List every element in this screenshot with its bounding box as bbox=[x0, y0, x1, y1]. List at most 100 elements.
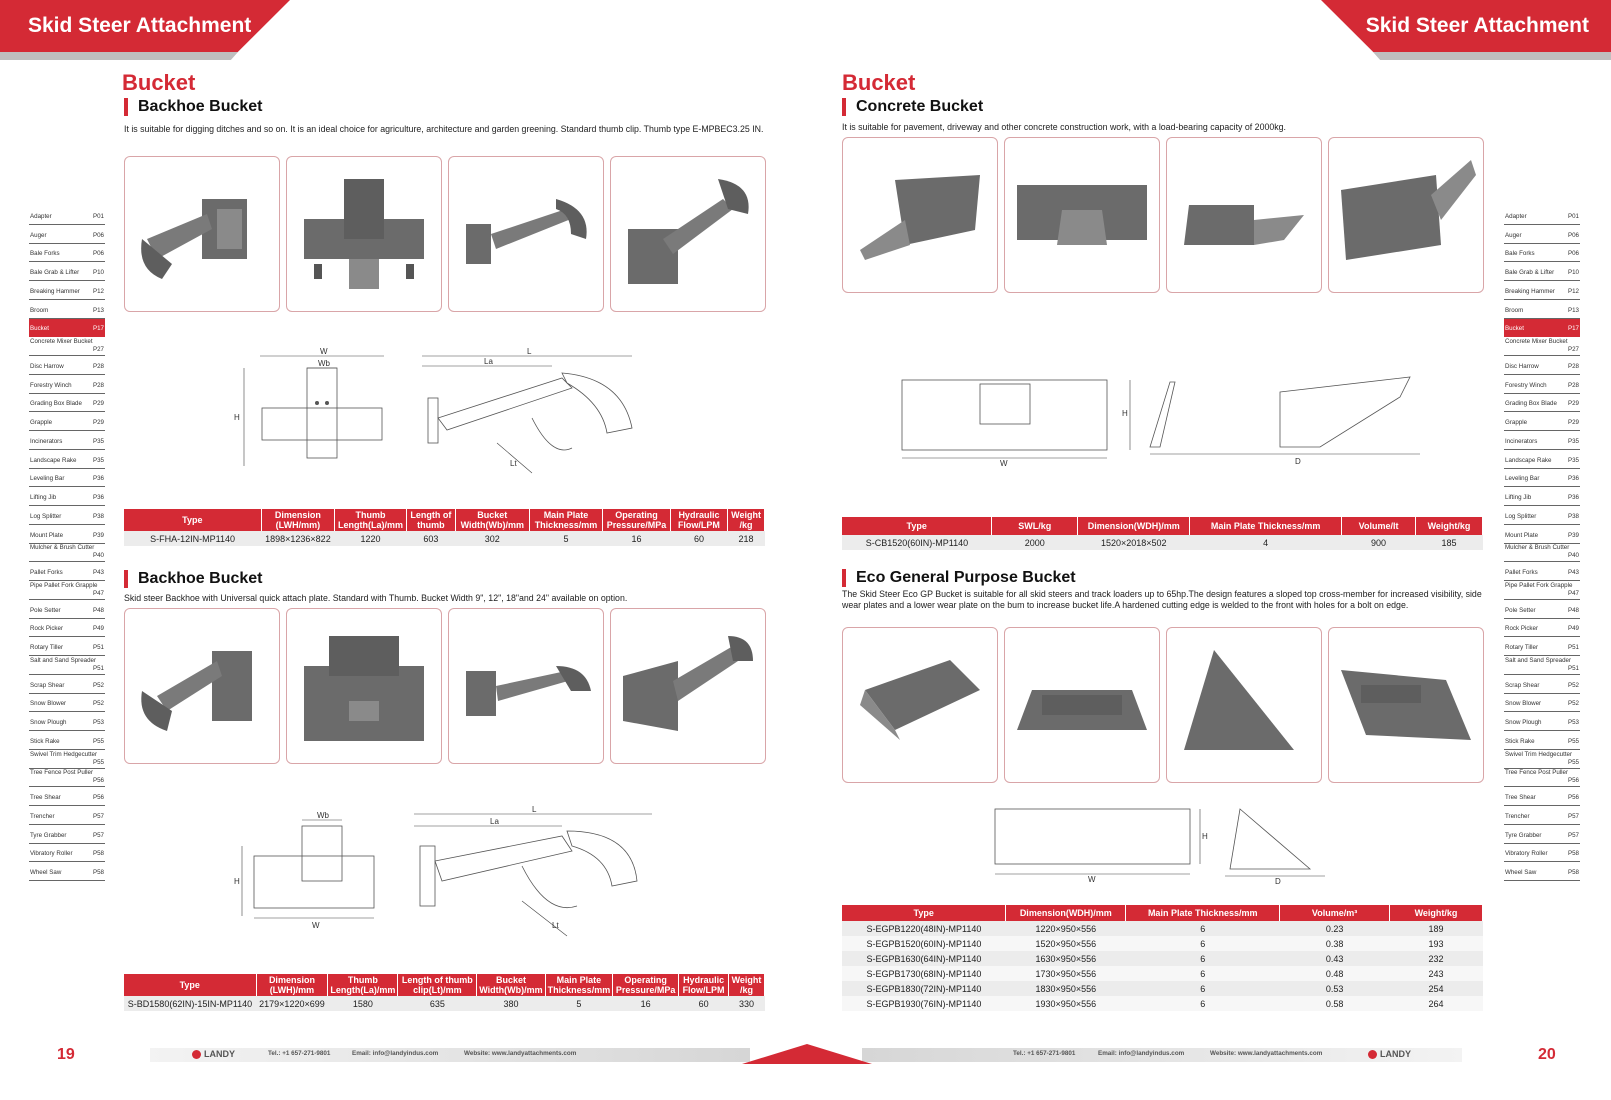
cell: 232 bbox=[1389, 951, 1483, 966]
page-number-left: 19 bbox=[57, 1046, 75, 1063]
cell: 254 bbox=[1389, 981, 1483, 996]
side-index-label: Tree Shear bbox=[30, 794, 61, 801]
col-flow: Hydraulic Flow/LPM bbox=[678, 974, 729, 996]
side-index-label: Salt and Sand Spreader bbox=[30, 656, 97, 664]
side-index-label: Scrap Shear bbox=[30, 681, 65, 689]
side-index-page: P10 bbox=[92, 269, 104, 276]
side-index-page: P01 bbox=[1567, 212, 1579, 220]
side-index-page: P43 bbox=[1567, 569, 1579, 576]
side-index-label: Concrete Mixer Bucket bbox=[30, 338, 93, 345]
right-category-title: Bucket bbox=[842, 70, 916, 95]
side-index-page: P27 bbox=[92, 346, 104, 353]
side-index-label: Grapple bbox=[1505, 419, 1528, 426]
dim-label-la: La bbox=[484, 357, 493, 366]
side-index-label: Disc Harrow bbox=[30, 362, 64, 370]
side-index-label: Vibratory Roller bbox=[30, 850, 73, 858]
table-row: S-EGPB1520(60IN)-MP1140 1520×950×556 6 0… bbox=[842, 936, 1483, 951]
side-index-label: Breaking Hammer bbox=[1505, 287, 1555, 295]
cell: S-EGPB1830(72IN)-MP1140 bbox=[842, 981, 1006, 996]
side-index-page: P29 bbox=[92, 400, 104, 408]
table-row: S-CB1520(60IN)-MP1140 2000 1520×2018×502… bbox=[842, 535, 1483, 550]
side-index-page: P43 bbox=[92, 569, 104, 576]
cell: 243 bbox=[1389, 966, 1483, 981]
side-index-page: P06 bbox=[1567, 250, 1579, 258]
col-plate-thickness: Main Plate Thickness/mm bbox=[529, 509, 604, 531]
dim-label-h: H bbox=[234, 877, 240, 886]
side-index-label: Incinerators bbox=[1505, 437, 1538, 445]
